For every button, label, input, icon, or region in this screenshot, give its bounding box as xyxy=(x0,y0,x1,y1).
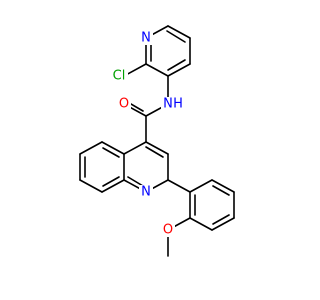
bond-lines xyxy=(79,25,235,257)
bond xyxy=(212,214,230,225)
atom-label-n-pyridine: N xyxy=(139,31,153,46)
bond xyxy=(211,179,235,193)
atom-label-n-quinoline: N xyxy=(139,185,153,200)
bond xyxy=(102,147,120,158)
bond xyxy=(145,146,164,158)
atom-symbol: N xyxy=(141,31,151,46)
bond xyxy=(101,179,125,193)
bond xyxy=(189,217,213,231)
atom-label-o-carbonyl: O xyxy=(117,97,131,112)
atom-label-n-amide: N H xyxy=(161,97,185,112)
bond xyxy=(79,179,103,193)
bond xyxy=(102,176,120,187)
bond xyxy=(167,179,191,193)
bond xyxy=(167,25,191,39)
atom-labels: N Cl O N H N O xyxy=(110,31,185,238)
atom-symbol: O xyxy=(163,223,173,238)
molecule-structure: N Cl O N H N O xyxy=(79,25,235,257)
atom-symbol: Cl xyxy=(113,69,126,84)
bond xyxy=(79,141,103,155)
bond xyxy=(145,63,169,77)
bond xyxy=(167,59,186,71)
atom-label-o-methoxy: O xyxy=(161,223,175,238)
bond xyxy=(167,63,191,77)
atom-symbol-h: H xyxy=(173,97,183,112)
bond xyxy=(101,141,125,155)
bond xyxy=(166,30,186,43)
bond xyxy=(123,141,147,155)
bond xyxy=(212,185,230,196)
atom-symbol: N xyxy=(163,97,173,112)
bond xyxy=(145,141,169,155)
bond xyxy=(189,179,213,193)
bond xyxy=(127,176,144,187)
atom-symbol: O xyxy=(119,97,129,112)
atom-label-cl: Cl xyxy=(110,69,128,84)
atom-symbol: N xyxy=(141,185,151,200)
bond xyxy=(211,217,235,231)
